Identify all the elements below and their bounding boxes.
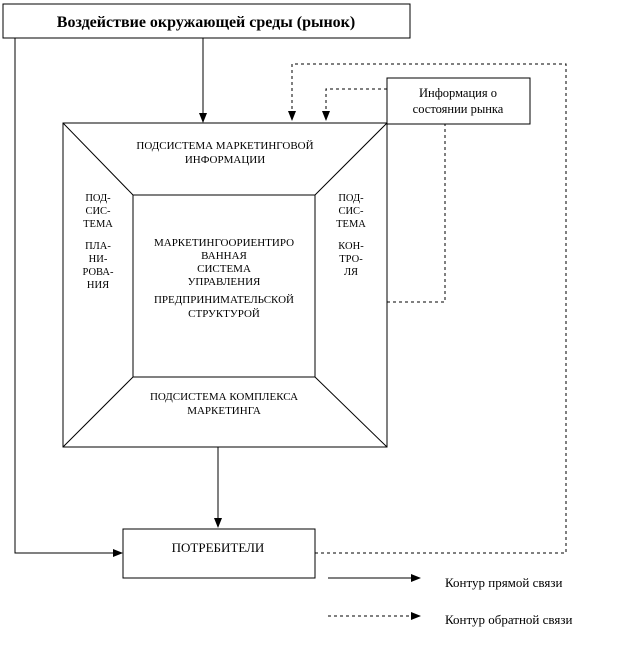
diagonal-top-left (62, 122, 134, 196)
subsystem-information: ПОДСИСТЕМА МАРКЕТИНГОВОЙ ИНФОРМАЦИИ (136, 140, 313, 166)
legend-direct-label: Контур прямой связи (445, 575, 562, 590)
diagonal-top-right (314, 122, 388, 196)
subsystem-planning-line: ТЕМА (83, 219, 113, 230)
core-line: ВАННАЯ (201, 250, 247, 262)
core-line: МАРКЕТИНГООРИЕНТИРО (154, 237, 294, 249)
consumers-feedback-line (288, 63, 567, 554)
subsystem-control-line: ЛЯ (344, 267, 358, 278)
subsystem-control-line: ТЕМА (336, 219, 366, 230)
consumers-label: ПОТРЕБИТЕЛИ (172, 540, 265, 555)
subsystem-marketing-mix-line: ПОДСИСТЕМА КОМПЛЕКСА (150, 391, 298, 403)
market-info-line: Информация о (419, 86, 497, 100)
subsystem-control: ПОД- СИС- ТЕМА КОН- ТРО- ЛЯ (336, 193, 366, 278)
subsystem-information-line: ИНФОРМАЦИИ (185, 154, 265, 166)
diagonal-bottom-left (62, 376, 134, 448)
market-info-box (386, 77, 531, 125)
core-line: УПРАВЛЕНИЯ (188, 276, 261, 288)
core-line: ПРЕДПРИНИМАТЕЛЬСКОЙ (154, 294, 294, 306)
subsystem-marketing-mix-line: МАРКЕТИНГА (187, 405, 261, 417)
subsystem-planning-line: РОВА- (83, 267, 114, 278)
environment-title: Воздействие окружающей среды (рынок) (57, 14, 355, 31)
core-system: МАРКЕТИНГООРИЕНТИРО ВАННАЯ СИСТЕМА УПРАВ… (154, 237, 294, 320)
subsystem-control-line: ТРО- (339, 254, 363, 265)
environment-box (2, 3, 411, 39)
diagonal-bottom-right (314, 376, 388, 448)
legend-feedback-label: Контур обратной связи (445, 612, 572, 627)
market-info-line: состоянии рынка (413, 102, 504, 116)
control-feedback-line (387, 124, 446, 303)
subsystem-planning: ПОД- СИС- ТЕМА ПЛА- НИ- РОВА- НИЯ (83, 193, 114, 291)
core-line: СИСТЕМА (197, 263, 251, 275)
subsystem-information-line: ПОДСИСТЕМА МАРКЕТИНГОВОЙ (136, 140, 313, 152)
core-line: СТРУКТУРОЙ (188, 308, 260, 320)
subsystem-planning-line: НИ- (89, 254, 108, 265)
system-core-box (132, 194, 316, 378)
consumers-box (122, 528, 316, 579)
subsystem-control-line: КОН- (338, 241, 364, 252)
subsystem-control-line: СИС- (338, 206, 364, 217)
subsystem-marketing-mix: ПОДСИСТЕМА КОМПЛЕКСА МАРКЕТИНГА (150, 391, 298, 417)
subsystem-planning-line: ПОД- (85, 193, 111, 204)
subsystem-planning-line: СИС- (85, 206, 111, 217)
subsystem-planning-line: ПЛА- (85, 241, 111, 252)
env-to-consumers-line (14, 38, 123, 557)
subsystem-planning-line: НИЯ (87, 280, 109, 291)
subsystem-control-line: ПОД- (338, 193, 364, 204)
market-info-feedback-arrow (322, 88, 387, 121)
